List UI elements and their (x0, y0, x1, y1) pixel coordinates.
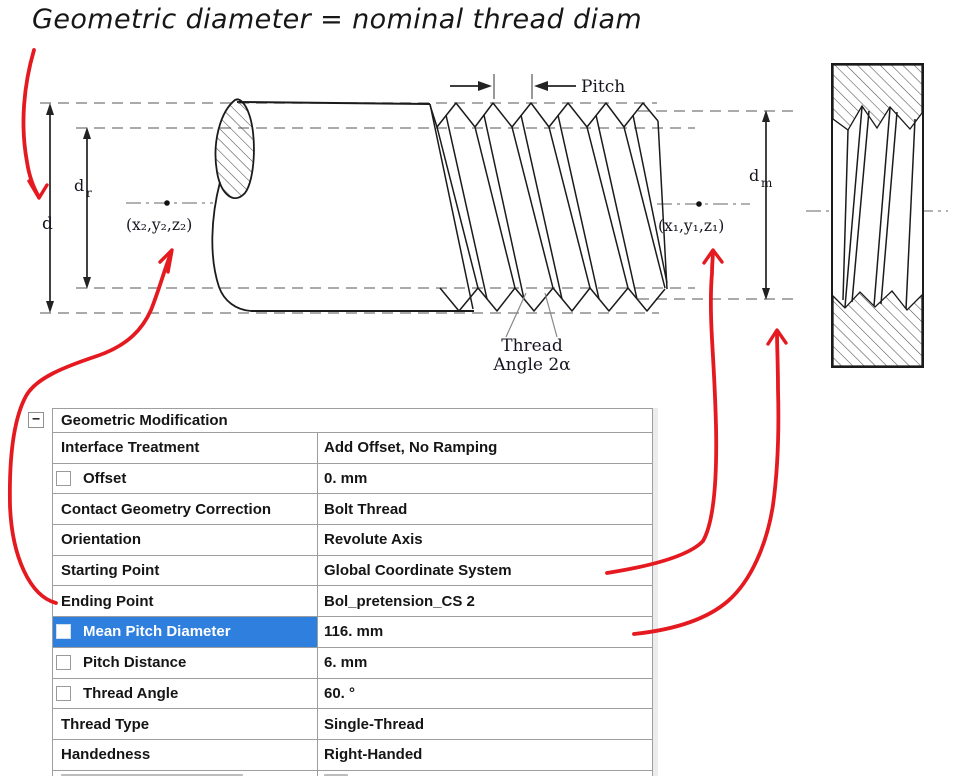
row-interface-treatment[interactable]: Interface Treatment Add Offset, No Rampi… (53, 432, 652, 463)
group-header-label: Geometric Modification (61, 412, 228, 429)
thread-angle-pointers (505, 292, 558, 338)
dr-label: d (74, 176, 84, 195)
dimension-dr (83, 127, 91, 289)
dimension-d (46, 103, 54, 313)
centerlines (126, 202, 948, 212)
nut-section (831, 63, 924, 368)
property-label: Ending Point (61, 592, 154, 610)
property-value[interactable]: Add Offset, No Ramping (324, 439, 498, 457)
dimension-pitch (450, 74, 576, 99)
property-grid: Geometric Modification Interface Treatme… (52, 408, 653, 776)
property-label: Thread Angle (83, 684, 179, 702)
row-starting-point[interactable]: Starting Point Global Coordinate System (53, 554, 652, 586)
dr-subscript: r (86, 186, 92, 200)
property-value[interactable]: Revolute Axis (324, 531, 423, 549)
property-value[interactable]: Global Coordinate System (324, 562, 512, 580)
property-label: Orientation (61, 531, 142, 549)
row-ending-point[interactable]: Ending Point Bol_pretension_CS 2 (53, 585, 652, 617)
property-value[interactable]: 0. mm (324, 470, 368, 488)
row-mean-pitch-diameter[interactable]: Mean Pitch Diameter 116. mm (53, 616, 652, 647)
details-panel: − Geometric Modification Interface Treat… (28, 408, 658, 776)
thread-angle-label-line2: Angle 2α (492, 355, 571, 375)
property-label: Mean Pitch Diameter (83, 623, 231, 641)
thread-angle-checkbox[interactable] (56, 685, 71, 701)
property-label: Contact Geometry Correction (61, 500, 272, 518)
row-partial (53, 769, 652, 776)
bolt-threads (429, 102, 668, 312)
property-label: Pitch Distance (83, 654, 187, 672)
partial-row-text-remnant (324, 773, 348, 776)
property-value[interactable]: 116. mm (324, 623, 384, 641)
row-offset[interactable]: Offset 0. mm (53, 462, 652, 494)
property-label: Handedness (61, 746, 151, 764)
point1-label: (x₁,y₁,z₁) (658, 217, 724, 235)
row-thread-angle[interactable]: Thread Angle 60. ° (53, 677, 652, 709)
axis-points (164, 200, 702, 207)
row-handedness[interactable]: Handedness Right-Handed (53, 738, 652, 770)
reference-dashed-lines (40, 102, 797, 314)
offset-checkbox[interactable] (56, 471, 71, 487)
property-label: Starting Point (61, 562, 160, 580)
pitch-label: Pitch (581, 77, 625, 97)
property-label: Offset (83, 470, 127, 488)
dm-subscript: m (761, 176, 773, 190)
property-value[interactable]: Single-Thread (324, 715, 425, 733)
property-value[interactable]: Right-Handed (324, 746, 423, 764)
property-value[interactable]: Bolt Thread (324, 500, 408, 518)
group-gutter: − (28, 408, 52, 776)
thread-angle-label-line1: Thread (501, 336, 563, 356)
row-contact-geometry-correction[interactable]: Contact Geometry Correction Bolt Thread (53, 493, 652, 525)
row-orientation[interactable]: Orientation Revolute Axis (53, 524, 652, 555)
point2-label: (x₂,y₂,z₂) (126, 216, 192, 234)
row-pitch-distance[interactable]: Pitch Distance 6. mm (53, 646, 652, 678)
partial-row-text-remnant (61, 773, 243, 776)
collapse-toggle[interactable]: − (28, 412, 44, 428)
property-label: Thread Type (61, 715, 150, 733)
property-value[interactable]: 6. mm (324, 654, 368, 672)
dm-label: d (749, 166, 759, 185)
group-header-row[interactable]: Geometric Modification (53, 409, 652, 432)
pitch-distance-checkbox[interactable] (56, 655, 71, 671)
red-arrow-title-to-d (21, 48, 49, 200)
property-value[interactable]: 60. ° (324, 684, 356, 702)
property-label: Interface Treatment (61, 439, 200, 457)
bolt-shank (211, 98, 474, 312)
handwritten-title: Geometric diameter = nominal thread diam (32, 4, 643, 35)
mean-pitch-diameter-checkbox[interactable] (56, 624, 71, 640)
property-value[interactable]: Bol_pretension_CS 2 (324, 592, 475, 610)
row-thread-type[interactable]: Thread Type Single-Thread (53, 708, 652, 739)
dimension-dm (762, 110, 770, 300)
panel-edge-strip (653, 408, 658, 776)
d-label: d (42, 214, 53, 234)
